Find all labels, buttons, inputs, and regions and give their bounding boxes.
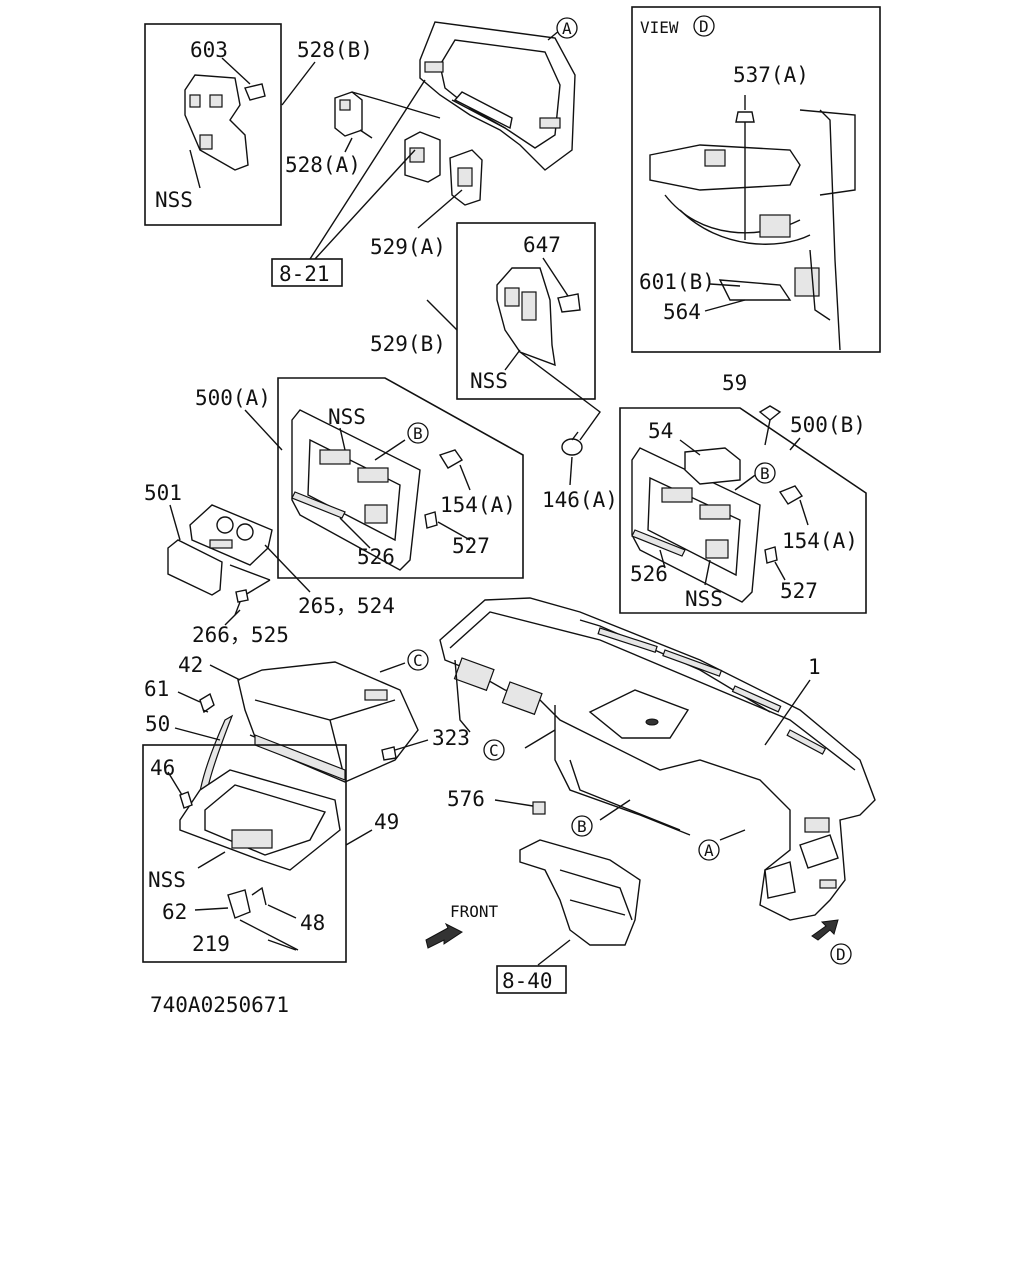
callout-c-panel-text: C [489,741,499,760]
callout-d-view-text: D [699,17,709,36]
label-nss-500a: NSS [328,405,366,429]
switch-528a [334,91,441,139]
callout-b-500b [754,462,776,484]
inset-box-603 [144,23,282,226]
part-576 [532,801,546,815]
inset-box-500a [277,377,524,579]
label-529a: 529(A) [370,235,446,259]
label-527-right: 527 [780,579,818,603]
vent-left-1 [453,657,495,692]
label-500b: 500(B) [790,413,866,437]
callout-c-glovebox [407,649,429,671]
label-view: VIEW [640,18,679,37]
label-265-524: 265，524 [298,594,395,618]
clip-146a [519,351,601,456]
callout-d-panel-text: D [836,945,846,964]
callout-b-panel-text: B [577,817,587,836]
vent-left-2 [501,681,543,716]
ref-box-8-21 [271,258,343,287]
label-154a-left: 154(A) [440,493,516,517]
label-50: 50 [145,712,170,736]
label-154a-right: 154(A) [782,529,858,553]
label-front: FRONT [450,902,499,921]
instrument-panel [439,597,876,921]
glove-box-group [177,661,429,783]
view-d-arrow [811,919,839,941]
label-528b: 528(B) [297,38,373,62]
label-527-left: 527 [452,534,490,558]
inset-box-500b [619,405,867,614]
label-526-right: 526 [630,562,668,586]
label-647: 647 [523,233,561,257]
ref-box-8-40 [496,965,567,994]
label-601b: 601(B) [639,270,715,294]
label-nss-topleft: NSS [155,188,193,212]
panel-501-group [167,504,311,626]
label-49: 49 [374,810,399,834]
label-62: 62 [162,900,187,924]
callout-d-panel [830,943,852,965]
label-219: 219 [192,932,230,956]
label-576: 576 [447,787,485,811]
callout-c-glovebox-text: C [413,651,423,670]
duct-8-40 [519,839,641,966]
drawing-code: 740A0250671 [150,993,289,1017]
callout-a-panel [698,839,720,861]
label-564: 564 [663,300,701,324]
label-529b: 529(B) [370,332,446,356]
label-537a: 537(A) [733,63,809,87]
label-500a: 500(A) [195,386,271,410]
front-arrow [425,922,463,949]
label-46: 46 [150,756,175,780]
label-146a: 146(A) [542,488,618,512]
label-8-40: 8-40 [502,969,553,993]
callout-b-500b-text: B [760,464,770,483]
vent-slots-top [597,627,827,755]
callout-a-panel-text: A [704,841,714,860]
label-266-525: 266，525 [192,623,289,647]
label-59: 59 [722,371,747,395]
bracket-529a [404,131,483,206]
label-nss-500b: NSS [685,587,723,611]
inset-box-view-d [631,6,881,353]
label-323: 323 [432,726,470,750]
label-501: 501 [144,481,182,505]
label-nss-mid: NSS [470,369,508,393]
callout-a-top-text: A [562,19,572,38]
label-42: 42 [178,653,203,677]
callout-c-panel [483,739,505,761]
callout-d-view [693,15,715,37]
inset-box-529b [456,222,596,400]
label-528a: 528(A) [285,153,361,177]
label-48: 48 [300,911,325,935]
inset-box-49 [142,744,373,963]
callout-b-500a-text: B [413,424,423,443]
label-nss-bottom: NSS [148,868,186,892]
label-61: 61 [144,677,169,701]
label-526-left: 526 [357,545,395,569]
label-54: 54 [648,419,673,443]
callout-b-panel [571,815,593,837]
meter-hood [419,21,576,171]
callout-a-top [556,17,578,39]
label-603: 603 [190,38,228,62]
label-8-21: 8-21 [279,262,330,286]
label-1: 1 [808,655,821,679]
callout-b-500a [407,422,429,444]
